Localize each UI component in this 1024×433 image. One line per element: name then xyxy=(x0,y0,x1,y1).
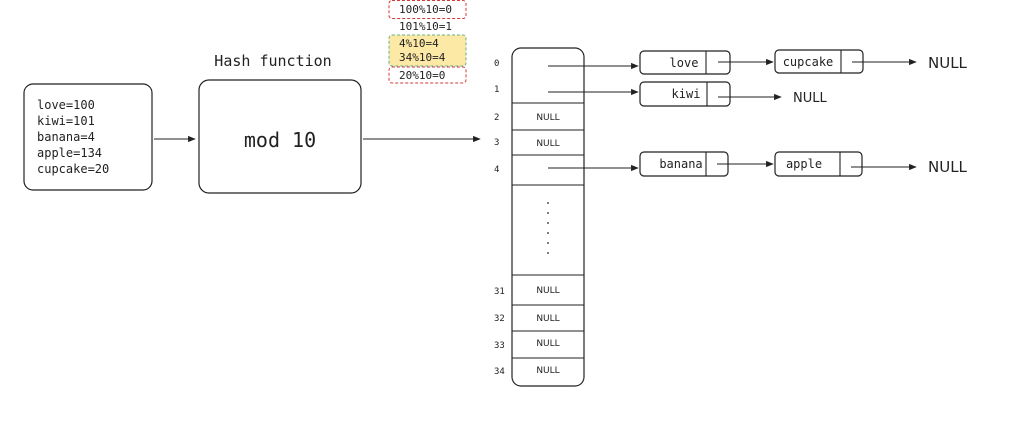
row-index: 31 xyxy=(494,287,505,297)
null-cell: NULL xyxy=(536,139,559,149)
ellipsis-dots xyxy=(547,202,549,254)
node-key: cupcake xyxy=(783,55,834,69)
calculation-note: 100%10=0 xyxy=(399,3,452,16)
calculation-notes: 100%10=0 101%10=1 4%10=4 34%10=4 20%10=0 xyxy=(388,0,467,84)
node-key: banana xyxy=(659,157,702,171)
null-cell: NULL xyxy=(536,314,559,324)
row-index: 34 xyxy=(494,367,505,377)
null-cell: NULL xyxy=(536,339,559,349)
list-node: kiwi xyxy=(639,81,731,107)
input-line: banana=4 xyxy=(37,130,95,144)
list-node: banana xyxy=(639,151,729,177)
null-cell: NULL xyxy=(536,366,559,376)
calculation-note: 20%10=0 xyxy=(399,69,445,82)
input-box: love=100 kiwi=101 banana=4 apple=134 cup… xyxy=(23,83,153,191)
list-node: apple xyxy=(774,151,863,177)
row-index: 32 xyxy=(494,314,505,324)
calculation-note: 4%10=4 xyxy=(399,37,439,50)
row-index: 0 xyxy=(494,59,499,69)
hash-table: 0 1 2 3 4 31 32 33 34 NULL NULL NULL NUL… xyxy=(494,47,585,387)
list-node: love xyxy=(639,50,731,75)
row-index: 1 xyxy=(494,85,499,95)
node-key: love xyxy=(670,56,699,70)
row-index: 33 xyxy=(494,341,505,351)
row-index: 2 xyxy=(494,113,499,123)
node-key: apple xyxy=(786,157,822,171)
null-terminal: NULL xyxy=(928,158,968,176)
null-terminal: NULL xyxy=(928,54,968,72)
null-terminal: NULL xyxy=(793,91,827,106)
null-cell: NULL xyxy=(536,286,559,296)
row-index: 3 xyxy=(494,138,499,148)
input-line: cupcake=20 xyxy=(37,162,109,176)
calculation-note: 101%10=1 xyxy=(399,20,452,33)
input-line: apple=134 xyxy=(37,146,102,160)
calculation-note: 34%10=4 xyxy=(399,51,446,64)
hash-function-label: mod 10 xyxy=(244,128,316,152)
input-line: love=100 xyxy=(37,98,95,112)
null-cell: NULL xyxy=(536,113,559,123)
node-key: kiwi xyxy=(672,87,701,101)
input-line: kiwi=101 xyxy=(37,114,95,128)
hash-function-title: Hash function xyxy=(214,52,331,70)
hash-function-box: mod 10 xyxy=(198,79,362,194)
row-index: 4 xyxy=(494,165,499,175)
list-node: cupcake xyxy=(774,49,864,74)
